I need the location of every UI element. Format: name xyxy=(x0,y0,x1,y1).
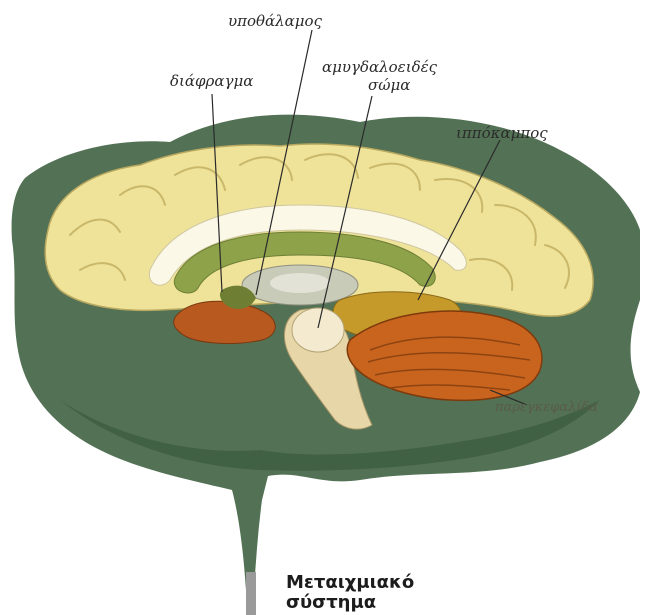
thalamus-core xyxy=(270,273,330,293)
caption-line2: σύστημα xyxy=(286,593,414,613)
label-amygdala-line1: αμυγδαλοειδές xyxy=(322,58,437,76)
diagram-caption: Μεταιχμιακό σύστημα xyxy=(286,573,414,613)
stand-stem xyxy=(246,572,256,615)
caption-line1: Μεταιχμιακό xyxy=(286,573,414,593)
label-cerebellum: παρεγκεφαλίδα xyxy=(495,400,598,415)
label-hippocampus: ιππόκαμπος xyxy=(456,124,548,142)
label-septum: διάφραγμα xyxy=(170,72,253,90)
label-hypothalamus: υποθάλαμος xyxy=(228,12,322,30)
pons xyxy=(292,308,344,352)
label-amygdala-line2: σώμα xyxy=(368,76,410,94)
